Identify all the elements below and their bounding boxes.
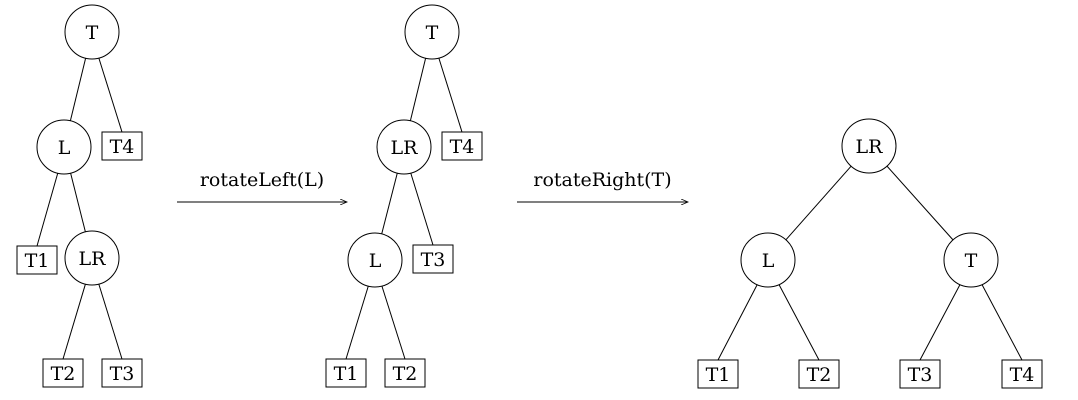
edge-t4: [981, 284, 1023, 361]
node-t1: T1: [325, 358, 367, 388]
node-label: T3: [908, 364, 933, 386]
node-label: T4: [1010, 364, 1035, 386]
node-t1: T1: [697, 359, 739, 389]
edge-t3: [410, 172, 434, 246]
node-t: T: [943, 232, 999, 288]
edge-t3: [919, 284, 961, 361]
node-t1: T1: [16, 245, 58, 275]
edge-l: [69, 58, 87, 121]
node-circle: [740, 232, 796, 288]
transition-1: rotateLeft(L): [177, 169, 347, 202]
node-t: T: [64, 4, 120, 60]
node-circle: [404, 4, 460, 60]
node-l: L: [347, 232, 403, 288]
node-box: [899, 359, 941, 389]
node-box: [16, 245, 58, 275]
edge-lr: [70, 173, 86, 232]
edge-t2: [381, 285, 406, 360]
node-t3: T3: [101, 358, 143, 388]
edge-t1: [345, 286, 369, 360]
node-circle: [376, 119, 432, 175]
node-circle: [64, 230, 120, 286]
node-circle: [841, 118, 897, 174]
node-t4: T4: [101, 131, 143, 161]
node-l: L: [36, 119, 92, 175]
node-label: T: [86, 22, 99, 44]
node-t4: T4: [441, 131, 483, 161]
tree-3: LR L T T1 T2 T3 T4: [697, 118, 1043, 389]
node-label: T3: [421, 249, 446, 271]
node-t: T: [404, 4, 460, 60]
node-box: [42, 358, 84, 388]
node-label: T4: [450, 136, 475, 158]
node-label: T2: [51, 363, 76, 385]
node-label: L: [369, 250, 382, 272]
node-t2: T2: [42, 358, 84, 388]
node-circle: [347, 232, 403, 288]
node-label: LR: [391, 137, 419, 159]
node-box: [697, 359, 739, 389]
node-box: [101, 358, 143, 388]
node-t3: T3: [412, 244, 454, 274]
edge-t1: [717, 284, 758, 361]
node-label: T2: [393, 363, 418, 385]
node-l: L: [740, 232, 796, 288]
node-label: T1: [334, 363, 359, 385]
node-box: [412, 244, 454, 274]
node-label: T1: [25, 250, 50, 272]
node-label: L: [58, 137, 71, 159]
node-t2: T2: [384, 358, 426, 388]
edge-t: [886, 165, 954, 241]
node-box: [441, 131, 483, 161]
node-label: T: [426, 22, 439, 44]
node-label: T1: [706, 364, 731, 386]
node-box: [1001, 359, 1043, 389]
node-circle: [943, 232, 999, 288]
node-t3: T3: [899, 359, 941, 389]
node-lr: LR: [841, 118, 897, 174]
node-box: [325, 358, 367, 388]
node-label: T4: [110, 136, 135, 158]
transition-label: rotateRight(T): [533, 169, 671, 191]
node-label: LR: [856, 136, 884, 158]
edge-lr: [409, 58, 427, 121]
node-circle: [64, 4, 120, 60]
node-lr: LR: [376, 119, 432, 175]
edge-t3: [98, 283, 123, 360]
node-circle: [36, 119, 92, 175]
node-label: L: [762, 250, 775, 272]
node-box: [798, 359, 840, 389]
edge-t2: [62, 284, 86, 360]
node-box: [384, 358, 426, 388]
node-label: T: [965, 250, 978, 272]
node-box: [101, 131, 143, 161]
edge-l: [785, 165, 852, 241]
node-label: T3: [110, 363, 135, 385]
transition-label: rotateLeft(L): [200, 169, 324, 191]
transition-2: rotateRight(T): [517, 169, 688, 202]
edge-t4: [438, 57, 463, 133]
node-label: T2: [807, 364, 832, 386]
edge-t4: [98, 57, 123, 133]
node-lr: LR: [64, 230, 120, 286]
edge-l: [381, 173, 398, 234]
node-t2: T2: [798, 359, 840, 389]
edge-t2: [778, 284, 820, 361]
node-label: LR: [79, 248, 107, 270]
edge-t1: [36, 173, 59, 247]
node-t4: T4: [1001, 359, 1043, 389]
